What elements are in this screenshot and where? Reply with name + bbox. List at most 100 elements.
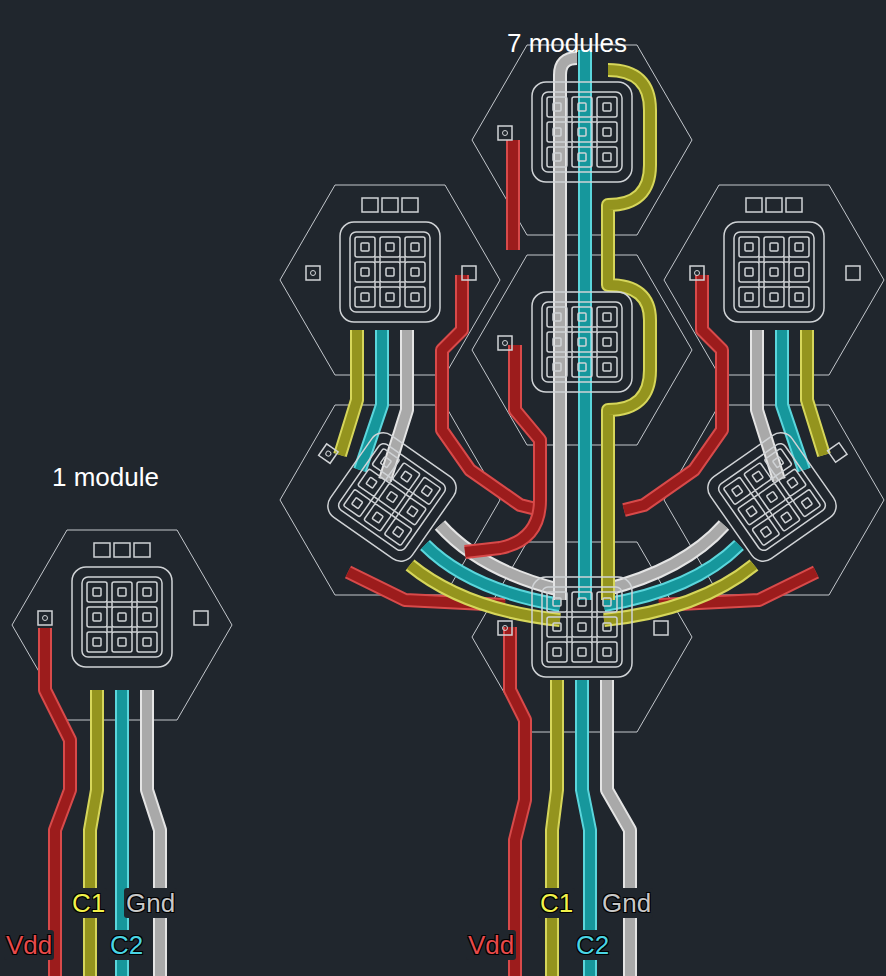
pad [764,237,784,257]
module-outline [724,222,824,322]
trace-edge [147,690,160,976]
module [498,577,668,677]
pad [405,237,425,257]
pad [87,582,107,602]
pad-via [386,243,394,251]
pad-via [732,485,743,496]
pad [597,122,617,142]
small-pad [765,511,772,518]
pad [597,97,617,117]
pad [137,607,157,627]
small-pad [786,497,793,504]
pad-via [603,313,611,321]
pad-via [578,313,586,321]
small-pad [375,257,380,262]
small-pad [592,352,597,357]
pad [413,477,441,505]
pad-via [411,268,419,276]
trace [410,565,560,620]
pad [739,237,759,257]
trace [45,628,70,976]
pad-via [787,477,798,488]
small-pad [385,476,392,483]
pad-via [766,491,777,502]
trace [442,275,540,510]
connector-pad [746,198,762,212]
pad-via [578,363,586,371]
pad-via [93,613,101,621]
pad [789,287,809,307]
small-pad [772,476,779,483]
module-body [542,92,622,172]
signal-label: C2 [108,930,145,960]
pad [752,518,780,546]
side-pad [654,621,668,635]
pad [380,237,400,257]
pad [358,469,386,497]
pad-dot [503,131,508,136]
connector-pad [766,198,782,212]
pad [572,332,592,352]
pad-via [578,103,586,111]
pad [779,469,807,497]
pad-via [366,477,377,488]
side-pad [194,611,208,625]
trace [510,627,525,976]
module [690,198,860,322]
pad-via [795,293,803,301]
connector-pad [134,543,150,557]
pad [547,592,567,612]
pad [758,483,786,511]
trace-layer [45,50,824,976]
pad-via [411,293,419,301]
pad-via [386,293,394,301]
pad-via [553,598,561,606]
pad-via [603,598,611,606]
pad-via [118,588,126,596]
small-pad [592,327,597,332]
pad-dot [503,341,508,346]
pad [597,642,617,662]
trace [807,330,824,455]
connector-pad [382,198,398,212]
pad-via [745,293,753,301]
module [295,408,462,567]
pad [547,147,567,167]
hexagon-outline [280,405,500,595]
pad [112,607,132,627]
small-pad [392,511,399,518]
small-pad [759,282,764,287]
pad [547,307,567,327]
module-body [336,441,447,552]
pad [355,237,375,257]
small-pad [592,612,597,617]
trace-edge [608,70,650,600]
small-pad [567,612,572,617]
trace [465,345,540,552]
pad-via [781,512,792,523]
pad-via [143,613,151,621]
pad [384,518,412,546]
trace-edge [560,58,577,600]
pad [380,287,400,307]
trace-edge [465,345,540,552]
side-pad [38,611,52,625]
module-body [542,302,622,382]
trace-edge [578,50,592,600]
small-pad [784,282,789,287]
connector-pad [114,543,130,557]
small-pad [784,257,789,262]
trace [604,565,754,620]
pad-via [603,648,611,656]
pad [87,632,107,652]
pad-via [795,243,803,251]
pad-via [578,153,586,161]
pad-via [380,457,391,468]
pad-via [407,506,418,517]
pad-via [553,363,561,371]
module-outline [532,82,632,182]
trace-edge [604,565,754,620]
trace [340,330,357,455]
small-pad [400,282,405,287]
